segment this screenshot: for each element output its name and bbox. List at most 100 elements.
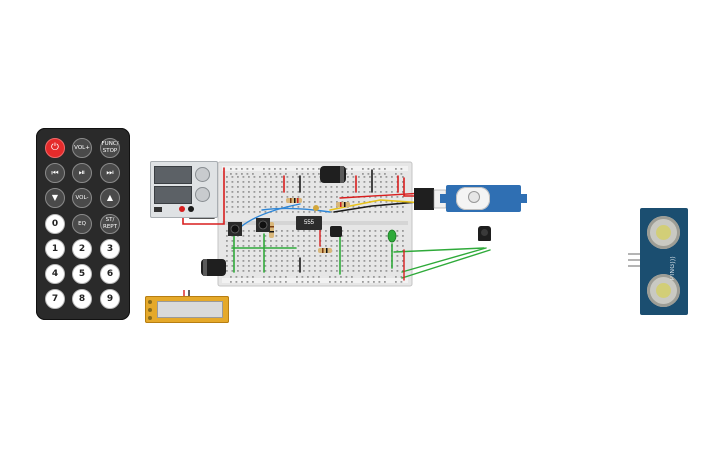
vol-up-button[interactable]: VOL+	[72, 138, 92, 158]
pushbutton-1[interactable]	[228, 222, 242, 236]
breadboard-hole	[336, 265, 338, 267]
breadboard-hole	[231, 260, 234, 262]
rail-hole	[241, 168, 243, 170]
func-stop-button[interactable]: FUNC/ STOP	[100, 138, 120, 158]
capacitor-small[interactable]	[313, 205, 319, 211]
eq-button[interactable]: EQ	[72, 214, 92, 234]
rail-hole	[340, 281, 342, 283]
breadboard-hole	[319, 201, 322, 203]
breadboard-hole	[303, 265, 305, 267]
breadboard-hole	[391, 206, 393, 208]
fast-forward-button[interactable]: ⏭	[100, 163, 120, 183]
rail-hole	[367, 281, 370, 283]
breadboard-hole	[259, 260, 261, 262]
breadboard-hole	[253, 186, 256, 188]
capacitor-large-top[interactable]	[320, 166, 346, 183]
breadboard-hole	[297, 250, 300, 252]
digit-8-button[interactable]: 8	[72, 289, 92, 309]
breadboard-hole	[275, 230, 278, 232]
breadboard-hole	[231, 191, 234, 193]
rail-hole	[395, 168, 397, 170]
breadboard-hole	[303, 255, 305, 257]
digit-4-button[interactable]: 4	[45, 264, 65, 284]
servo-motor[interactable]	[440, 185, 527, 212]
breadboard-hole	[347, 255, 349, 257]
rail-hole	[230, 276, 232, 278]
breadboard-hole	[391, 196, 393, 198]
breadboard-hole	[286, 265, 289, 267]
digit-2-button[interactable]: 2	[72, 239, 92, 259]
rail-hole	[373, 173, 375, 175]
breadboard-hole	[270, 250, 272, 252]
resistors[interactable]	[269, 198, 350, 253]
breadboard-hole	[402, 230, 404, 232]
breadboard-hole	[308, 230, 311, 232]
breadboard-hole	[281, 181, 283, 183]
vol-down-button[interactable]: VOL-	[72, 188, 92, 208]
breadboard-hole	[380, 201, 382, 203]
voltage-knob[interactable]	[195, 167, 210, 182]
breadboard-hole	[270, 181, 272, 183]
breadboard-hole	[292, 235, 294, 237]
breadboard-hole	[330, 186, 333, 188]
breadboard-hole	[259, 265, 261, 267]
breadboard-hole	[374, 181, 377, 183]
current-knob[interactable]	[195, 187, 210, 202]
pushbutton-2[interactable]	[256, 218, 270, 232]
digit-9-button[interactable]: 9	[100, 289, 120, 309]
rail-hole	[384, 173, 386, 175]
breadboard-hole	[374, 230, 377, 232]
breadboard-hole	[242, 260, 245, 262]
breadboard-hole	[396, 235, 399, 237]
breadboard-hole	[226, 250, 228, 252]
breadboard-hole	[363, 245, 366, 247]
digit-5-button[interactable]: 5	[72, 264, 92, 284]
ir-receiver[interactable]	[478, 226, 491, 241]
psu-switch[interactable]	[154, 207, 162, 212]
breadboard-hole	[303, 196, 305, 198]
digit-7-button[interactable]: 7	[45, 289, 65, 309]
breadboard-hole	[292, 245, 294, 247]
lcd-display[interactable]	[145, 296, 229, 323]
breadboard-hole	[242, 255, 245, 257]
down-button[interactable]: ▼	[45, 188, 65, 208]
power-button[interactable]: ⏻	[45, 138, 65, 158]
transistor[interactable]	[330, 226, 342, 237]
breadboard-hole	[308, 176, 311, 178]
rail-hole	[384, 276, 386, 278]
power-supply[interactable]	[150, 161, 218, 218]
breadboard-hole	[314, 181, 316, 183]
breadboard-hole	[308, 240, 311, 242]
up-button[interactable]: ▲	[100, 188, 120, 208]
breadboard-hole	[259, 176, 261, 178]
breadboard-hole	[319, 265, 322, 267]
ir-remote-control[interactable]: ⏻ VOL+ FUNC/ STOP ⏮ ⏯ ⏭ ▼ VOL- ▲ 0 EQ ST…	[36, 128, 130, 320]
breadboard-hole	[352, 255, 355, 257]
negative-terminal[interactable]	[188, 206, 194, 212]
digit-6-button[interactable]: 6	[100, 264, 120, 284]
breadboard-hole	[259, 240, 261, 242]
breadboard-hole	[347, 260, 349, 262]
breadboard-hole	[281, 250, 283, 252]
breadboard-hole	[226, 206, 228, 208]
breadboard-hole	[330, 211, 333, 213]
green-led[interactable]	[387, 229, 397, 243]
breadboard-hole	[248, 265, 250, 267]
digit-1-button[interactable]: 1	[45, 239, 65, 259]
timer-ic[interactable]: 555	[296, 216, 322, 230]
rewind-button[interactable]: ⏮	[45, 163, 65, 183]
breadboard-hole	[270, 186, 272, 188]
breadboard-hole	[226, 181, 228, 183]
digit-3-button[interactable]: 3	[100, 239, 120, 259]
positive-terminal[interactable]	[179, 206, 185, 212]
ultrasonic-sensor[interactable]: PING)))	[640, 208, 688, 315]
digit-0-button[interactable]: 0	[45, 214, 65, 234]
breadboard-hole	[380, 181, 382, 183]
breadboard-hole	[281, 206, 283, 208]
rail-hole	[285, 168, 287, 170]
breadboard-hole	[314, 191, 316, 193]
play-pause-button[interactable]: ⏯	[72, 163, 92, 183]
capacitor-large-left[interactable]	[201, 259, 226, 276]
st-rept-button[interactable]: ST/ REPT	[100, 214, 120, 234]
rail-hole	[378, 168, 381, 170]
